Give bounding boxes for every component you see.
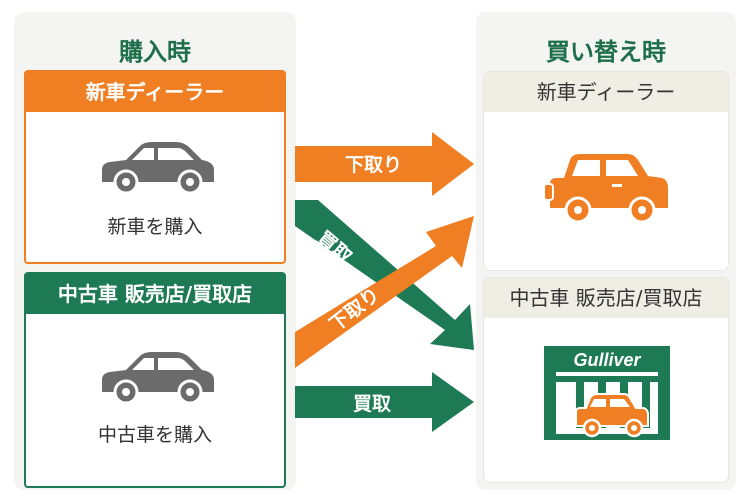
new-dealer-card: 新車ディーラー 新車を購入	[24, 70, 286, 264]
arrow-used-to-new	[295, 216, 474, 368]
store-sign-text: Gulliver	[573, 350, 641, 370]
new-dealer-header: 新車ディーラー	[26, 72, 284, 112]
replacement-used-dealer-card: 中古車 販売店/買取店 Gulliver	[484, 278, 728, 482]
sedan-car-icon	[102, 352, 214, 405]
arrow-used-to-used	[295, 372, 474, 432]
used-dealer-card: 中古車 販売店/買取店 中古車を購入	[24, 272, 286, 488]
used-dealer-caption: 中古車を購入	[97, 424, 212, 446]
replacement-panel-title: 買い替え時	[546, 38, 666, 66]
suv-car-icon	[543, 154, 668, 224]
replacement-new-dealer-card: 新車ディーラー	[484, 72, 728, 270]
arrow-new-to-used	[295, 200, 474, 350]
new-dealer-caption: 新車を購入	[107, 216, 203, 238]
sedan-car-icon	[102, 142, 214, 195]
replacement-panel: 買い替え時 新車ディーラー 中古車 販売店/買取店 Gulliver	[476, 12, 736, 490]
replacement-used-dealer-header: 中古車 販売店/買取店	[484, 278, 728, 318]
arrow-new-to-new	[295, 132, 474, 196]
purchase-panel: 購入時 新車ディーラー 新車を購入 中古車 販売店/買取店 中古車を購入	[14, 12, 296, 490]
purchase-panel-title: 購入時	[119, 38, 191, 66]
used-dealer-header: 中古車 販売店/買取店	[26, 274, 284, 314]
gulliver-store-icon: Gulliver	[544, 346, 670, 440]
replacement-new-dealer-header: 新車ディーラー	[484, 72, 728, 112]
arrow-used-to-used-label: 買取	[353, 393, 391, 415]
arrow-new-to-new-label: 下取り	[345, 154, 402, 176]
